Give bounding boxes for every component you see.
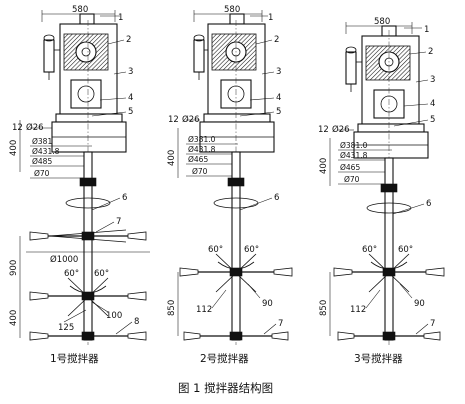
part-2: 2 — [428, 47, 433, 57]
dim-580: 580 — [374, 17, 390, 27]
dia-431: Ø431.8 — [188, 145, 216, 154]
dia-485: Ø485 — [32, 157, 52, 166]
dim-100: 100 — [106, 311, 122, 321]
dia-381: Ø381.0 — [188, 135, 216, 144]
dim-580: 580 — [224, 5, 240, 15]
part-5: 5 — [430, 115, 435, 125]
part-3: 3 — [276, 67, 281, 77]
angle-right: 60° — [398, 245, 413, 255]
stirrer-1: 580 12 Ø26 400 Ø381 Ø431.8 Ø485 Ø70 — [9, 5, 150, 365]
dim-400-lower: 400 — [9, 310, 19, 326]
stirrer-2: 580 12 Ø26 400 Ø381.0 Ø431.8 Ø465 Ø70 — [167, 5, 293, 365]
dia-70: Ø70 — [192, 167, 208, 176]
dim-rod-dia: Ø26 — [182, 114, 200, 125]
part-1: 1 — [424, 25, 429, 35]
dim-rod-dia: Ø26 — [26, 122, 44, 133]
dim-400-upper: 400 — [9, 140, 19, 156]
dia-465: Ø465 — [188, 155, 208, 164]
part-1: 1 — [268, 13, 273, 23]
part-6: 6 — [122, 193, 127, 203]
part-2: 2 — [274, 35, 279, 45]
angle-left: 60° — [64, 269, 79, 279]
caption-stirrer-3: 3号搅拌器 — [354, 352, 403, 365]
dia-70: Ø70 — [344, 175, 360, 184]
part-7: 7 — [116, 217, 121, 227]
dia-431: Ø431.8 — [340, 151, 368, 160]
angle-left: 60° — [362, 245, 377, 255]
dim-580: 580 — [72, 5, 88, 15]
dim-125: 125 — [58, 323, 74, 333]
angle-right: 60° — [244, 245, 259, 255]
part-3: 3 — [430, 75, 435, 85]
dia-70: Ø70 — [34, 169, 50, 178]
angle-right: 60° — [94, 269, 109, 279]
dim-90: 90 — [414, 299, 425, 309]
caption-stirrer-2: 2号搅拌器 — [200, 352, 249, 365]
dia-381: Ø381.0 — [340, 141, 368, 150]
dia-465: Ø465 — [340, 163, 360, 172]
stirrer-3: 580 12 Ø26 400 Ø381.0 Ø431.8 Ø465 Ø70 — [318, 17, 445, 365]
dim-rod: 12 — [12, 123, 23, 133]
dim-850: 850 — [167, 300, 177, 316]
dim-900: 900 — [9, 260, 19, 276]
part-1: 1 — [118, 13, 123, 23]
dia-381: Ø381 — [32, 137, 52, 146]
dim-850: 850 — [319, 300, 329, 316]
part-5: 5 — [276, 107, 281, 117]
part-4: 4 — [128, 93, 133, 103]
part-3: 3 — [128, 67, 133, 77]
dim-rod: 12 — [168, 115, 179, 125]
part-5: 5 — [128, 107, 133, 117]
figure-title: 图 1 搅拌器结构图 — [178, 381, 273, 395]
part-4: 4 — [430, 99, 435, 109]
dia-1000: Ø1000 — [50, 254, 78, 265]
dim-90: 90 — [262, 299, 273, 309]
dim-112: 112 — [196, 305, 212, 315]
angle-left: 60° — [208, 245, 223, 255]
dim-rod-dia: Ø26 — [332, 124, 350, 135]
dim-112: 112 — [350, 305, 366, 315]
part-2: 2 — [126, 35, 131, 45]
caption-stirrer-1: 1号搅拌器 — [50, 352, 99, 365]
dim-400-upper: 400 — [167, 150, 177, 166]
part-6: 6 — [274, 193, 279, 203]
part-6: 6 — [426, 199, 431, 209]
dim-rod: 12 — [318, 125, 329, 135]
dim-400-upper: 400 — [319, 158, 329, 174]
part-4: 4 — [276, 93, 281, 103]
part-7: 7 — [278, 319, 283, 329]
dia-431: Ø431.8 — [32, 147, 60, 156]
part-8: 8 — [134, 317, 139, 327]
part-7: 7 — [430, 319, 435, 329]
